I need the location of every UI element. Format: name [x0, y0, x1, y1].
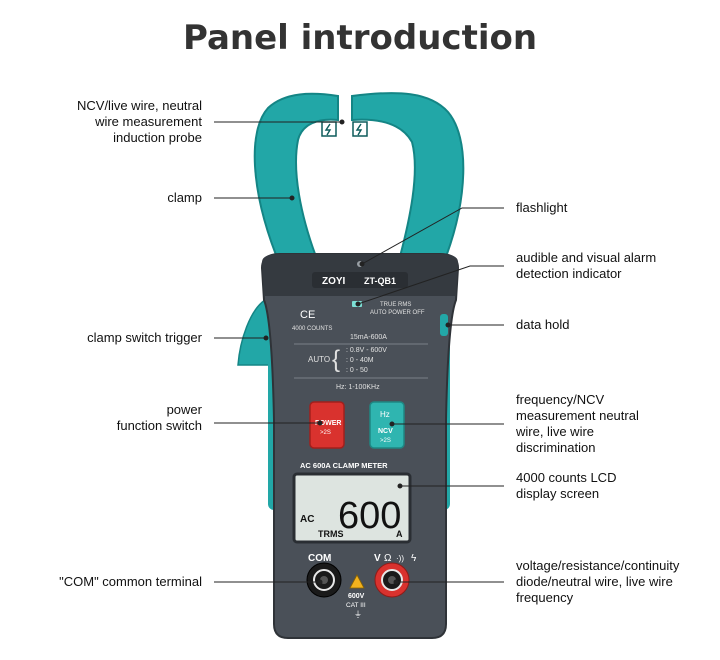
hz-ncv-button[interactable]: [369, 401, 405, 449]
probe-marker-right: [352, 121, 368, 137]
auto-text: AUTO: [308, 355, 330, 364]
brand-plate: [312, 272, 408, 288]
true-rms-text: TRUE RMS: [380, 302, 411, 308]
auto-power-off-text: AUTO POWER OFF: [370, 310, 425, 316]
rating-text: 600V: [348, 593, 365, 600]
leader-lines: [214, 119, 504, 585]
bolt-icon: [355, 123, 363, 136]
cat-text: CAT III: [346, 602, 366, 609]
lcd-unit: A: [396, 529, 403, 539]
com-label: COM: [308, 553, 331, 564]
clamp-jaw-right: [351, 92, 465, 266]
label-trigger: clamp switch trigger: [87, 330, 202, 345]
brace-glyph: {: [332, 346, 340, 373]
counts-text: 4000 COUNTS: [292, 326, 332, 332]
continuity-icon: ·)): [396, 554, 404, 563]
label-clamp: clamp: [167, 190, 202, 205]
label-com-terminal: "COM" common terminal: [59, 574, 202, 589]
lcd-ac: AC: [300, 514, 314, 525]
power-button-sub: >2S: [320, 430, 331, 436]
ohm-icon: Ω: [384, 553, 392, 564]
label-data-hold: data hold: [516, 317, 570, 332]
range-continuity: : 0 - 50: [346, 367, 368, 374]
probe-marker-left: [321, 121, 337, 137]
range-current: 15mA-600A: [350, 334, 387, 341]
clamp-jaw-left: [253, 92, 339, 264]
ground-icon: ⏚: [354, 610, 362, 619]
lcd-trms: TRMS: [318, 529, 344, 539]
lcd-screen: [292, 472, 412, 544]
meter-label: AC 600A CLAMP METER: [300, 461, 388, 470]
model-name: ZT-QB1: [364, 276, 396, 286]
range-resistance: : 0 - 40M: [346, 357, 374, 364]
data-hold-button[interactable]: [440, 314, 448, 336]
bolt-icon: ϟ: [411, 553, 417, 564]
ncv-button-sub: >2S: [380, 438, 391, 444]
hz-button-label: Hz: [380, 410, 390, 419]
v-label: V: [374, 553, 381, 564]
page-title: Panel introduction: [182, 18, 538, 58]
clamp-trigger[interactable]: [237, 299, 273, 366]
label-flashlight: flashlight: [516, 200, 568, 215]
brand-name: ZOYI: [322, 276, 346, 287]
range-frequency: Hz: 1-100KHz: [336, 384, 380, 391]
lcd-value: 600: [338, 495, 401, 537]
range-voltage: : 0.8V - 600V: [346, 347, 387, 354]
warning-icon: [349, 574, 365, 589]
com-terminal-ring: [313, 569, 335, 591]
power-button-label: POWER: [315, 420, 341, 427]
ce-mark: CE: [300, 309, 315, 321]
power-button[interactable]: [309, 401, 345, 449]
bolt-icon: [324, 123, 332, 136]
ncv-button-label: NCV: [378, 428, 393, 435]
